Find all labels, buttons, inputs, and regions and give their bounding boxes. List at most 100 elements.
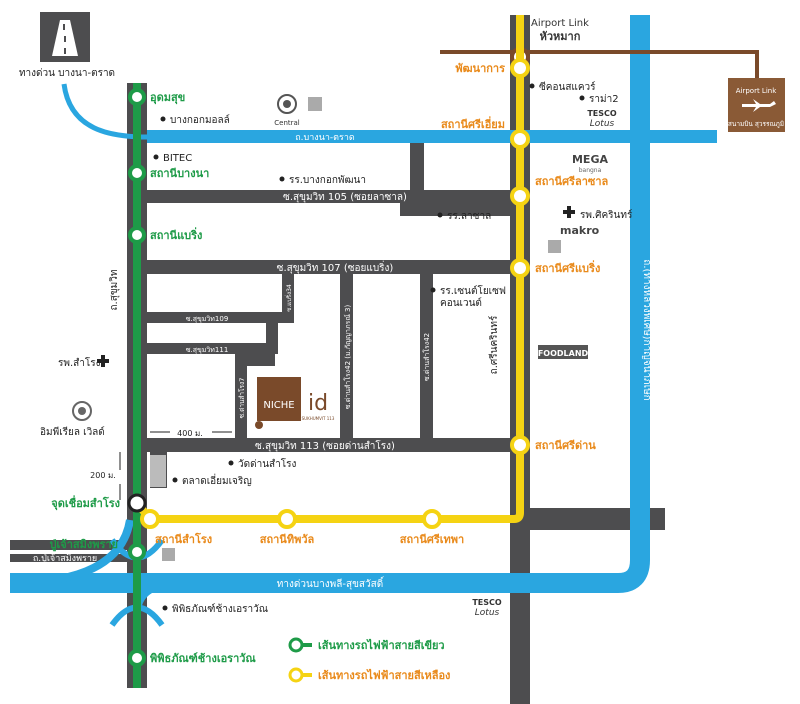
road-network xyxy=(10,15,665,704)
landmark-seacon: ซีคอนสแควร์ xyxy=(539,81,596,93)
station-label-thipphawan: สถานีทิพวัล xyxy=(260,533,315,546)
station-label-udomsuk: อุดมสุข xyxy=(150,91,185,105)
station-label-bearing: สถานีแบริ่ง xyxy=(150,227,202,242)
road-soi-34 xyxy=(282,274,294,322)
road-label-srinakarin: ถ.ศรีนครินทร์ xyxy=(488,315,500,374)
distance-200: 200 ม. xyxy=(90,471,116,480)
lotus-label-bottom: Lotus xyxy=(475,608,500,618)
road-soi-113 xyxy=(147,438,510,452)
mega-sub-label: bangna xyxy=(579,167,602,174)
shop-icon-central xyxy=(308,97,322,111)
tesco-label-top: TESCO xyxy=(587,109,617,118)
station-label-erawan: พิพิธภัณฑ์ช้างเอราวัณ xyxy=(150,652,256,665)
landmark-convent: คอนเวนต์ xyxy=(440,297,482,309)
landmark-bangkok-mall: บางกอกมอลล์ xyxy=(170,114,230,126)
road-label-sukhumvit: ถ.สุขุมวิท xyxy=(109,270,120,311)
station-label-sritepha: สถานีศรีเทพา xyxy=(400,533,464,546)
expressway-curve xyxy=(9,519,134,587)
foodland-logo: FOODLAND xyxy=(538,345,589,359)
landmark-wat-dan-samrong: วัดด่านสำโรง xyxy=(238,457,297,470)
airport-box-label-en: Airport Link xyxy=(736,87,777,95)
samrong-junction-marker xyxy=(127,493,147,513)
legend-green-icon xyxy=(288,637,312,653)
road-soi-109 xyxy=(147,312,294,323)
station-label-srilasal: สถานีศรีลาซาล xyxy=(535,175,609,188)
foodland-label: FOODLAND xyxy=(538,349,589,358)
road-outer-ring xyxy=(10,15,650,593)
lotus-label-top: Lotus xyxy=(590,119,615,129)
road-pujao-top xyxy=(10,540,147,550)
airport-link-label: Airport Link xyxy=(531,18,589,29)
landmark-lasalle-school: รร.ลาซาล xyxy=(447,211,491,222)
yellow-station-markers xyxy=(140,58,530,529)
highway-sign xyxy=(40,12,90,62)
central-logo: Central xyxy=(274,94,322,127)
road-label-soi-107: ซ.สุขุมวิท 107 (ซอยแบริ่ง) xyxy=(277,260,394,274)
landmark-bitec: BITEC xyxy=(163,153,192,164)
project-location-dot xyxy=(255,421,263,429)
green-station-labels: อุดมสุข สถานีบางนา สถานีแบริ่ง จุดเชื่อม… xyxy=(50,91,257,665)
green-line xyxy=(133,83,141,688)
legend-green-label: เส้นทางรถไฟฟ้าสายสีเขียว xyxy=(318,638,445,652)
landmark-museum: พิพิธภัณฑ์ช้างเอราวัณ xyxy=(172,603,268,615)
landmark-st-joseph: รร.เซนต์โยเซฟ xyxy=(440,284,506,297)
legend: เส้นทางรถไฟฟ้าสายสีเขียว เส้นทางรถไฟฟ้าส… xyxy=(288,637,450,683)
road-soi-42 xyxy=(340,274,353,438)
project-marker: NICHE id SUKHUMVIT 113 xyxy=(255,377,335,429)
road-label-soi-34: ซ.แบริ่ง34 xyxy=(285,284,293,312)
project-suffix: id xyxy=(308,391,328,416)
road-pujao-bottom xyxy=(10,554,147,562)
road-label-soi-42-parens: ซ.ด่านสำโรง42 (ม.กัญญาภรณ์ 3) xyxy=(343,305,352,410)
road-label-expressway: ทางด่วนบางพลี-สุขสวัสดิ์ xyxy=(277,576,385,590)
market-block xyxy=(150,455,166,487)
landmark-bangkok-pattana: รร.บางกอกพัฒนา xyxy=(289,175,366,186)
distance-400: 400 ม. xyxy=(177,429,203,438)
road-label-bangna-trat: ถ.บางนา-ตราด xyxy=(295,133,355,143)
tesco-label-bottom: TESCO xyxy=(472,598,502,607)
road-label-soi-7: ซ.ด่านสำโรง7 xyxy=(238,378,246,419)
hospital-icon-sikarin xyxy=(563,206,575,218)
road-label-outer-ring: ถ.(ทางหลวงพิเศษ)กาญจนาภิเษก xyxy=(641,259,652,400)
station-label-sridan: สถานีศรีด่าน xyxy=(535,439,596,452)
shop-icon-makro xyxy=(548,240,561,253)
landmark-talad: ตลาดเอี่ยมเจริญ xyxy=(182,473,252,487)
station-label-bangna: สถานีบางนา xyxy=(150,167,209,180)
yellow-line xyxy=(133,15,524,523)
landmarks: บางกอกมอลล์ Central BITEC รร.บางกอกพัฒนา… xyxy=(40,81,633,618)
highway-sign-label: ทางด่วน บางนา-ตราด xyxy=(19,68,115,79)
station-label-pujao: ปู่เจ้าสมิงพราย xyxy=(50,538,118,552)
road-soi-7-conn xyxy=(235,354,275,366)
imperial-logo xyxy=(72,401,92,421)
airport-link-station-label: หัวหมาก xyxy=(540,30,581,43)
road-soi-105 xyxy=(147,190,510,203)
road-label-soi-42: ซ.ด่านสำโรง42 xyxy=(422,333,431,381)
landmark-rama2: ราม่า2 xyxy=(589,94,619,105)
makro-label: makro xyxy=(560,224,600,237)
legend-yellow-label: เส้นทางรถไฟฟ้าสายสีเหลือง xyxy=(318,668,450,682)
airport-box-label-th: สนามบิน สุวรรณภูมิ xyxy=(728,120,784,128)
road-label-pujao-2: ถ.ปู่เจ้าสมิงพราย xyxy=(33,553,97,564)
station-label-samrong: สถานีสำโรง xyxy=(155,532,212,546)
road-daan-42 xyxy=(420,274,433,438)
yellow-station-labels: พัฒนาการ สถานีศรีเอี่ยม สถานีศรีลาซาล สถ… xyxy=(155,62,609,546)
station-label-sribearing: สถานีศรีแบริ่ง xyxy=(535,260,600,275)
landmark-imperial: อิมพีเรียล เวิลด์ xyxy=(40,426,105,438)
road-mid-vertical xyxy=(410,143,424,191)
road-label-soi-113: ซ.สุขุมวิท 113 (ซอยด่านสำโรง) xyxy=(255,439,395,452)
road-label-soi-111: ซ.สุขุมวิท111 xyxy=(186,346,229,354)
road-soi-111-vert xyxy=(266,322,278,354)
mega-label: MEGA xyxy=(572,153,608,166)
road-label-soi-105: ซ.สุขุมวิท 105 (ซอยลาซาล) xyxy=(283,192,407,203)
road-soi-111 xyxy=(147,343,271,354)
road-label-soi-109: ซ.สุขุมวิท109 xyxy=(186,315,229,323)
legend-yellow-icon xyxy=(288,667,312,683)
road-soi-7 xyxy=(235,356,247,438)
shop-icon-samrong xyxy=(162,548,175,561)
airplane-icon xyxy=(742,99,776,112)
landmark-sikarin: รพ.ศิครินทร์ xyxy=(580,209,633,221)
airport-box: Airport Link สนามบิน สุวรรณภูมิ xyxy=(728,78,785,132)
road-bangna-trat xyxy=(147,130,717,143)
project-sub: SUKHUMVIT 113 xyxy=(302,416,335,421)
